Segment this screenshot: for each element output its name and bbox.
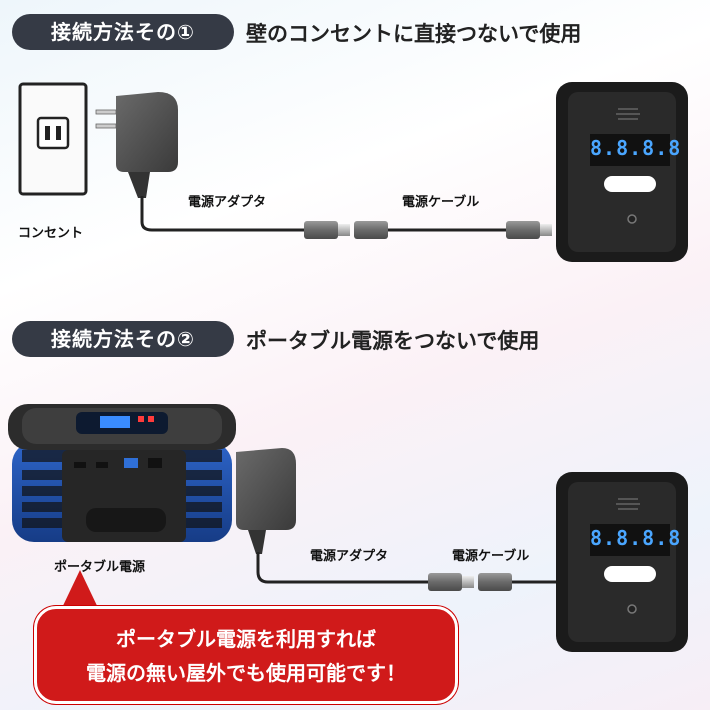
wall-outlet-icon (18, 82, 88, 196)
callout-line1: ポータブル電源を利用すれば (116, 627, 376, 651)
section1-heading: 壁のコンセントに直接つないで使用 (246, 22, 582, 46)
callout-pointer (60, 570, 100, 612)
powerstation-label: ポータブル電源 (54, 560, 146, 575)
cable-connector-icon (354, 221, 388, 239)
cable-connector-icon (478, 573, 512, 591)
section1-badge: 接続方法その① (12, 14, 234, 50)
callout-line2: 電源の無い屋外でも使用可能です！ (86, 661, 406, 685)
cable-plug-icon (506, 221, 552, 239)
thermometer-device-icon (556, 82, 688, 262)
power-adapter-icon (236, 448, 296, 554)
thermometer-device-icon (556, 472, 688, 652)
portable-power-station-icon (8, 404, 236, 542)
outlet-label: コンセント (18, 226, 84, 241)
device-display-digits: 8.8.8.8 (590, 136, 682, 160)
cable-label: 電源ケーブル (402, 195, 480, 210)
power-adapter-icon (95, 92, 178, 198)
adapter-plug-icon (428, 573, 474, 591)
device-display-digits: 8.8.8.8 (590, 526, 682, 550)
adapter-label: 電源アダプタ (188, 195, 267, 210)
callout-box: ポータブル電源を利用すれば 電源の無い屋外でも使用可能です！ (34, 606, 458, 704)
cable-label: 電源ケーブル (452, 549, 530, 564)
section2-heading: ポータブル電源をつないで使用 (246, 329, 540, 353)
adapter-plug-icon (304, 221, 350, 239)
section2-badge: 接続方法その② (12, 321, 234, 357)
adapter-label: 電源アダプタ (310, 549, 389, 564)
